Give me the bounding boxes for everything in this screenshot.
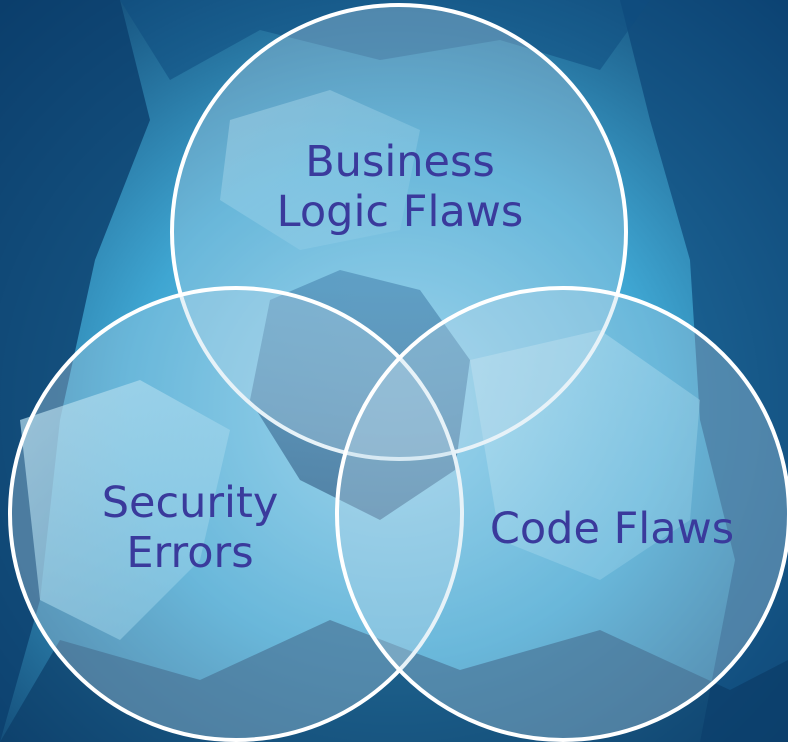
circle-security-errors — [8, 286, 464, 742]
code-flaws-label: Code Flaws — [489, 504, 735, 554]
security-errors-label: Security Errors — [101, 478, 279, 578]
business-logic-flaws-label: Business Logic Flaws — [276, 137, 524, 237]
circle-code-flaws — [335, 286, 788, 742]
circle-business-logic-flaws — [170, 3, 628, 461]
